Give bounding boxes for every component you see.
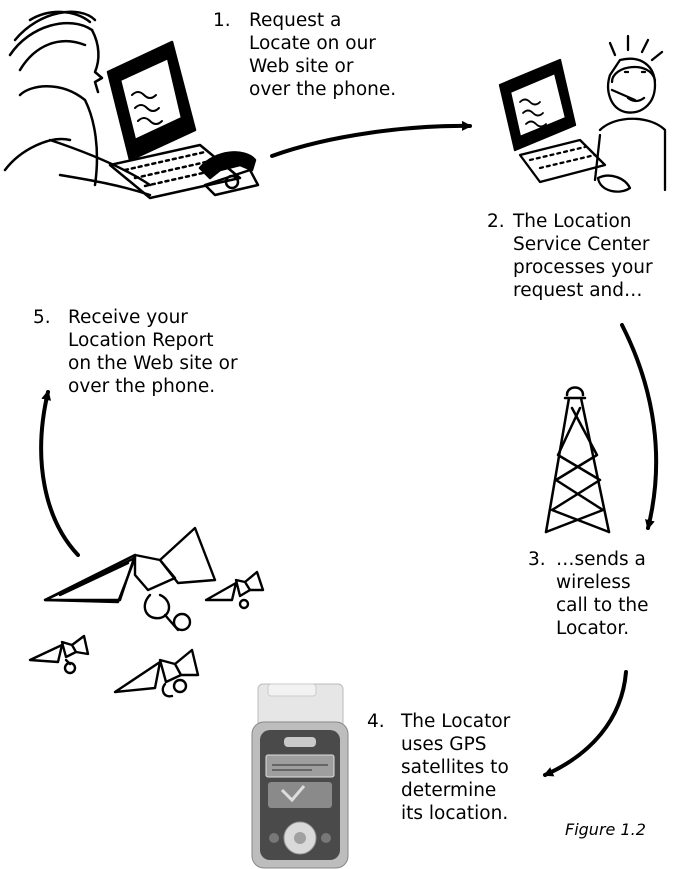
- step-line: over the phone.: [249, 78, 396, 101]
- step-line: Locate on our: [249, 32, 396, 55]
- gps-satellite-icon: [30, 528, 263, 696]
- step-text: Request a Locate on our Web site or over…: [249, 9, 396, 101]
- step-line: Service Center: [513, 233, 653, 256]
- step-line: satellites to: [401, 756, 510, 779]
- locator-device-icon: [252, 684, 348, 868]
- step-number: 1.: [213, 9, 231, 32]
- step-line: uses GPS: [401, 733, 510, 756]
- step-line: request and…: [513, 279, 653, 302]
- step-text: The Locator uses GPS satellites to deter…: [401, 710, 510, 825]
- step-text: …sends a wireless call to the Locator.: [556, 548, 648, 640]
- call-center-operator-icon: [500, 36, 665, 192]
- step-number: 2.: [487, 210, 505, 233]
- step-line: determine: [401, 779, 510, 802]
- figure-caption: Figure 1.2: [565, 820, 646, 839]
- step-line: Web site or: [249, 55, 396, 78]
- arrow-satellites-to-step5: [41, 392, 78, 555]
- step-line: call to the: [556, 594, 648, 617]
- step-number: 3.: [528, 548, 546, 571]
- arrow-step1-to-step2: [272, 126, 470, 156]
- step-text: The Location Service Center processes yo…: [513, 210, 653, 302]
- step-text: Receive your Location Report on the Web …: [68, 306, 238, 398]
- step-line: …sends a: [556, 548, 648, 571]
- step-line: The Locator: [401, 710, 510, 733]
- step-line: Locator.: [556, 617, 648, 640]
- step-line: Location Report: [68, 329, 238, 352]
- arrow-step2-to-step3: [622, 325, 656, 528]
- step-number: 4.: [367, 710, 385, 733]
- step-line: over the phone.: [68, 375, 238, 398]
- step-line: Receive your: [68, 306, 238, 329]
- step-line: its location.: [401, 802, 510, 825]
- step-line: processes your: [513, 256, 653, 279]
- person-at-computer-icon: [5, 12, 258, 198]
- step-line: on the Web site or: [68, 352, 238, 375]
- step-number: 5.: [33, 306, 51, 329]
- step-line: The Location: [513, 210, 653, 233]
- step-line: Request a: [249, 9, 396, 32]
- cell-tower-icon: [546, 388, 609, 533]
- arrow-step3-to-step4: [545, 672, 626, 775]
- step-line: wireless: [556, 571, 648, 594]
